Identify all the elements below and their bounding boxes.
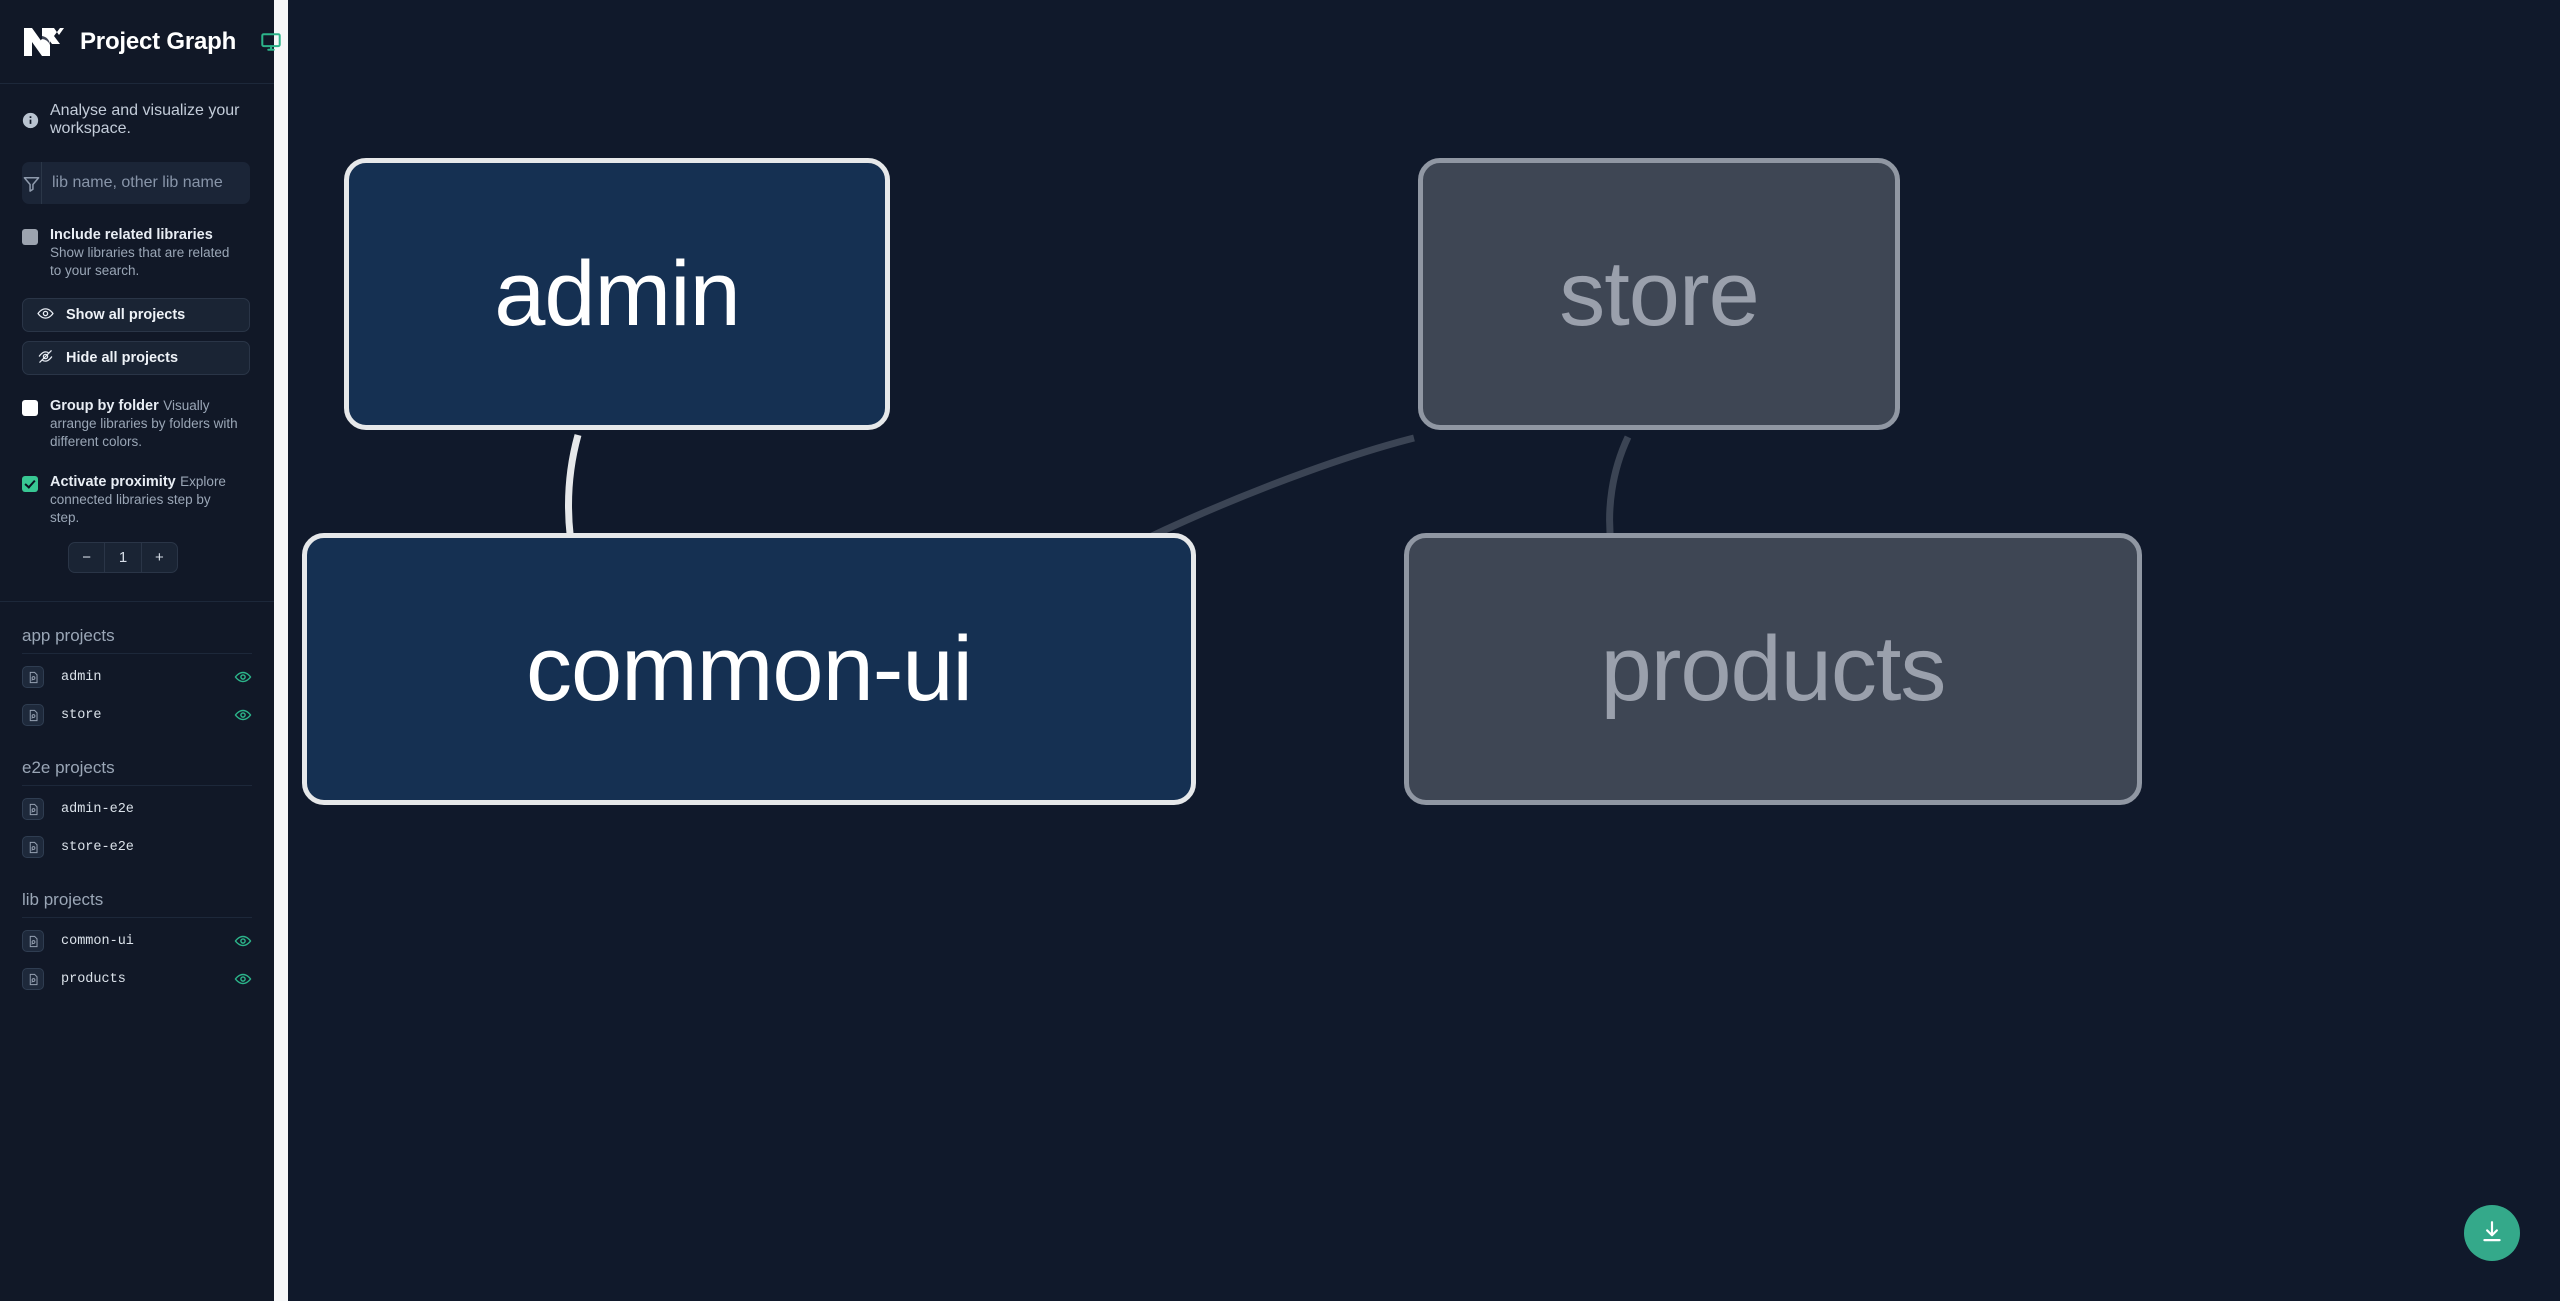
project-row-admin-e2e[interactable]: admin-e2e [22,790,252,828]
include-related-label: Include related libraries [50,227,213,243]
proximity-decrement-button[interactable]: − [82,549,92,567]
project-name: admin [61,669,102,685]
group-app-projects: app projects admin [0,602,274,734]
hide-all-projects-label: Hide all projects [66,350,179,367]
search-field[interactable] [22,162,250,204]
monitor-icon[interactable] [260,31,282,53]
option-include-related[interactable]: Include related libraries Show libraries… [22,226,252,280]
option-group-by-folder[interactable]: Group by folder Visually arrange librari… [22,397,252,451]
show-all-projects-button[interactable]: Show all projects [22,298,250,333]
project-name: store-e2e [61,839,134,855]
group-title: e2e projects [22,734,252,787]
graph-node-store[interactable]: store [1418,158,1900,430]
activate-proximity-checkbox[interactable] [22,476,38,493]
proximity-stepper[interactable]: − 1 + [68,542,178,574]
project-row-common-ui[interactable]: common-ui [22,922,252,960]
nx-logo-icon [22,22,66,62]
proximity-increment-button[interactable]: + [154,549,164,567]
info-icon [22,112,39,129]
project-icon [22,836,44,859]
include-related-description: Show libraries that are related to your … [50,245,230,279]
graph-node-label: products [1600,618,1947,720]
group-by-folder-description: Visually arrange libraries by folders wi… [50,398,238,450]
filter-icon [22,162,42,204]
eye-off-icon [37,348,54,369]
project-icon [22,666,44,689]
sidebar-tagline: Analyse and visualize your workspace. [0,84,274,154]
activate-proximity-label: Activate proximity [50,474,176,491]
project-row-store[interactable]: store [22,696,252,734]
sidebar: Project Graph Analyse and visualize your… [0,0,281,1301]
sidebar-header: Project Graph [0,0,281,84]
project-name: common-ui [61,933,134,949]
sidebar-divider [0,601,274,603]
activate-proximity-description: Explore connected libraries step by step… [50,474,226,526]
download-icon [2479,1219,2505,1248]
search-input[interactable] [42,162,250,204]
project-icon [22,798,44,821]
eye-icon [37,305,54,326]
graph-node-products[interactable]: products [1404,533,2142,805]
show-all-projects-label: Show all projects [66,307,186,324]
project-icon [22,704,44,727]
graph-canvas[interactable]: admin store common-ui products [288,0,2560,1301]
include-related-checkbox[interactable] [22,229,38,245]
group-lib-projects: lib projects common-ui [0,866,274,998]
graph-node-label: admin [494,243,741,345]
group-title: lib projects [22,866,252,919]
graph-node-admin[interactable]: admin [344,158,890,430]
group-by-folder-label: Group by folder [50,398,159,415]
graph-node-label: store [1559,243,1760,345]
download-image-button[interactable] [2464,1205,2520,1261]
group-by-folder-checkbox[interactable] [22,400,38,417]
project-name: products [61,971,126,987]
sidebar-resize-handle[interactable] [274,0,288,1301]
group-e2e-projects: e2e projects admin-e2e store-e2e [0,734,274,866]
project-name: admin-e2e [61,801,134,817]
project-icon [22,968,44,991]
project-name: store [61,707,102,723]
graph-node-common-ui[interactable]: common-ui [302,533,1196,805]
graph-node-label: common-ui [525,618,973,720]
project-icon [22,930,44,953]
sidebar-controls: Include related libraries Show libraries… [0,154,274,574]
proximity-value: 1 [104,543,142,573]
hide-all-projects-button[interactable]: Hide all projects [22,341,250,376]
project-row-store-e2e[interactable]: store-e2e [22,828,252,866]
option-activate-proximity[interactable]: Activate proximity Explore connected lib… [22,473,252,527]
project-visibility-eye-icon[interactable] [234,706,252,724]
project-visibility-eye-icon[interactable] [234,970,252,988]
project-row-products[interactable]: products [22,960,252,998]
project-row-admin[interactable]: admin [22,658,252,696]
group-title: app projects [22,602,252,655]
project-visibility-eye-icon[interactable] [234,932,252,950]
page-title: Project Graph [80,27,237,55]
project-visibility-eye-icon[interactable] [234,668,252,686]
tagline-text: Analyse and visualize your workspace. [50,102,240,137]
